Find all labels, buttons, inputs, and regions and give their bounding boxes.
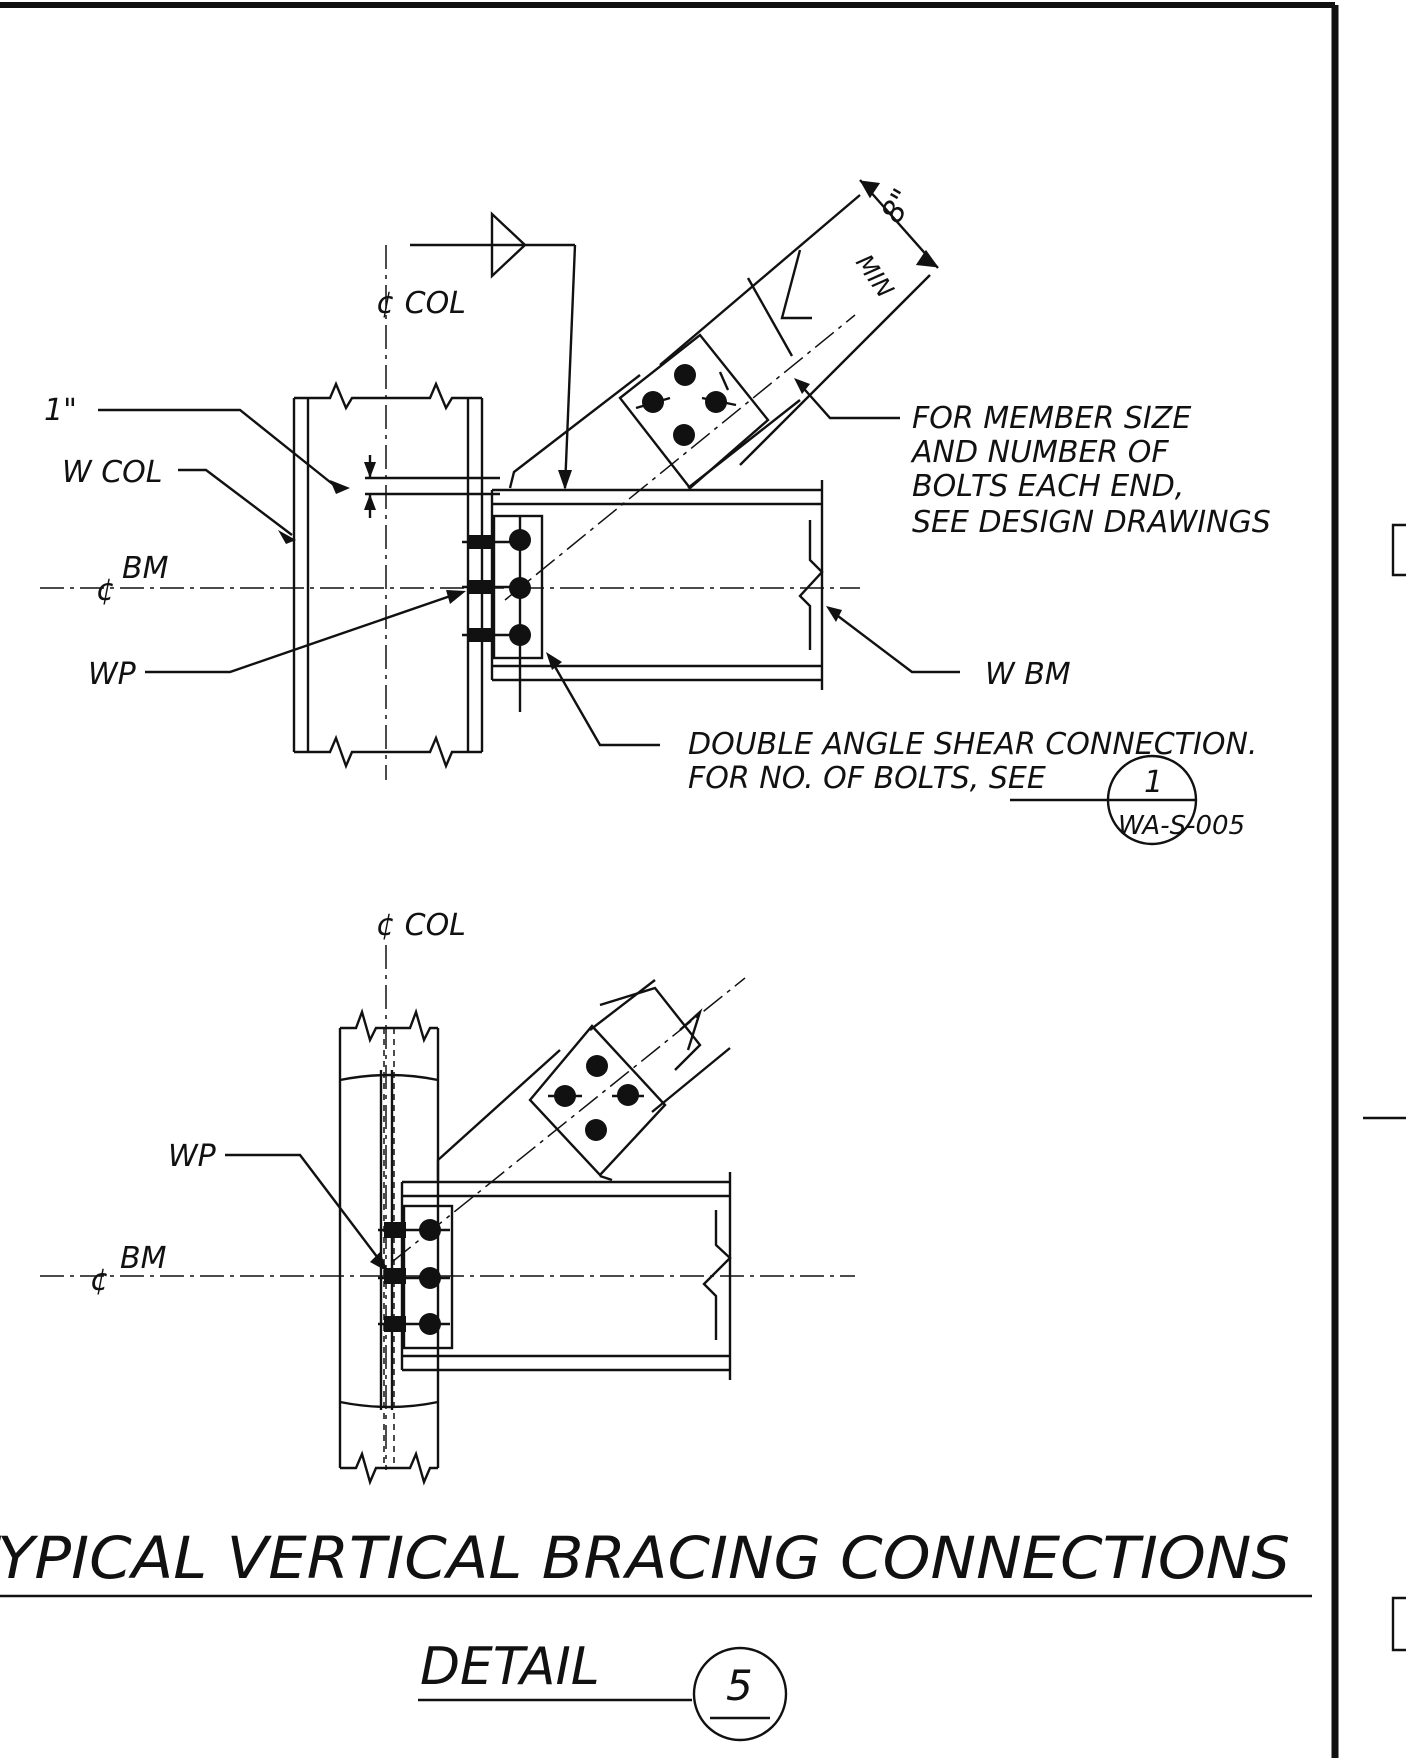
dim-8-label: 8" [875, 183, 922, 229]
lower-gusset-brace [391, 977, 746, 1263]
ref-detail-number: 1 [1144, 765, 1163, 800]
lower-connection: ¢ COL WP ¢ BM [40, 908, 855, 1486]
upper-bm-mark: ¢ [96, 573, 115, 608]
upper-w-bm-label: W BM [985, 657, 1071, 692]
upper-dim-8-min: 8" MIN [850, 179, 939, 303]
lower-leaders [225, 1153, 388, 1272]
upper-col-centerline-label: ¢ COL [376, 286, 466, 321]
upper-beam [40, 480, 860, 690]
detail-title: TYPICAL VERTICAL BRACING CONNECTIONS [0, 1524, 1290, 1592]
upper-shear-connection [462, 514, 544, 712]
upper-gusset-brace [504, 194, 931, 601]
member-note: FOR MEMBER SIZE AND NUMBER OF BOLTS EACH… [910, 401, 1271, 540]
upper-bm-label: BM [122, 551, 169, 586]
lower-wp-label: WP [168, 1139, 217, 1174]
lower-col-centerline-label: ¢ COL [376, 908, 466, 943]
upper-weld-symbol [410, 211, 577, 490]
detail-title-block: TYPICAL VERTICAL BRACING CONNECTIONS DET… [0, 1524, 1312, 1742]
ref-sheet-number: WA-S-005 [1118, 811, 1245, 841]
detail-number: 5 [726, 1661, 753, 1710]
upper-connection: 8" MIN [40, 179, 1271, 846]
upper-leaders [98, 378, 960, 747]
upper-w-col-label: W COL [62, 455, 162, 490]
upper-column [292, 245, 484, 780]
detail-word: DETAIL [420, 1637, 600, 1697]
upper-dim-1in [364, 455, 500, 518]
lower-shear-connection [378, 1204, 454, 1350]
shear-connection-note: DOUBLE ANGLE SHEAR CONNECTION. FOR NO. O… [688, 727, 1267, 796]
lower-bm-label: BM [120, 1241, 167, 1276]
upper-wp-label: WP [88, 657, 137, 692]
reference-bubble: 1 WA-S-005 [1010, 754, 1245, 846]
dim-min-label: MIN [850, 249, 899, 303]
upper-1in-label: 1" [44, 393, 77, 428]
lower-column [338, 945, 440, 1486]
lower-bm-mark: ¢ [90, 1263, 109, 1298]
